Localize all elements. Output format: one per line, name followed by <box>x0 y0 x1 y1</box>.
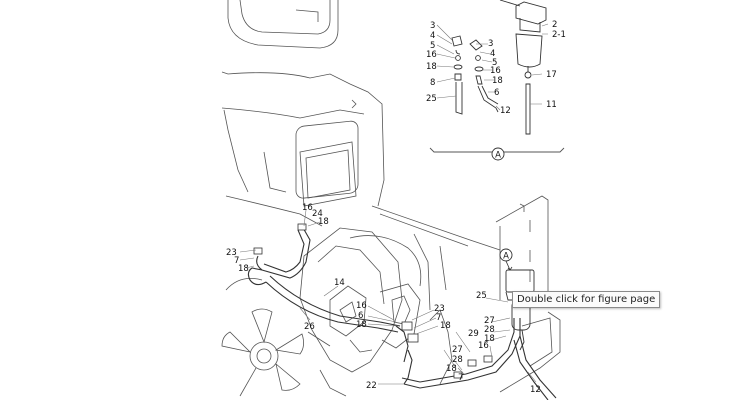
callout-label: 5 <box>492 58 497 68</box>
callout-label: 18 <box>440 321 451 331</box>
callout-label: 28 <box>484 325 495 335</box>
detail-marker-label: A <box>495 151 501 161</box>
callout-label: 3 <box>488 39 493 49</box>
callout-marker-a[interactable]: A <box>499 248 513 271</box>
callout-label: 6 <box>494 88 499 98</box>
callout-label: 14 <box>334 278 345 288</box>
callout-label: 16 <box>356 301 367 311</box>
callout-label: 5 <box>430 41 435 51</box>
callout-label: 12 <box>500 106 511 116</box>
hose-clamps <box>253 223 493 379</box>
inset-detail <box>429 0 565 153</box>
callout-label: 29 <box>468 329 479 339</box>
main-callouts: 16 24 18 23 7 18 14 26 16 6 18 23 7 18 2… <box>226 203 541 395</box>
callout-label: 18 <box>446 364 457 374</box>
callout-marker-label: A <box>503 252 509 262</box>
callout-label: 4 <box>430 31 435 41</box>
callout-label: 11 <box>546 100 557 110</box>
callout-label: 16 <box>478 341 489 351</box>
fuel-hose-lines <box>247 225 557 401</box>
callout-label: 7 <box>458 373 463 383</box>
callout-label: 28 <box>452 355 463 365</box>
callout-label: 3 <box>430 21 435 31</box>
machine-body-outline <box>221 0 561 397</box>
callout-label: 25 <box>426 94 437 104</box>
callout-label: 22 <box>366 381 377 391</box>
callout-label: 2-1 <box>552 30 566 40</box>
callout-label: 24 <box>312 209 323 219</box>
callout-label: 4 <box>490 49 495 59</box>
callout-label: 2 <box>552 20 557 30</box>
callout-label: 27 <box>452 345 463 355</box>
callout-label: 18 <box>484 334 495 344</box>
callout-label: 23 <box>226 248 237 258</box>
callout-label: 6 <box>358 311 363 321</box>
callout-label: 12 <box>530 385 541 395</box>
callout-label: 8 <box>430 78 435 88</box>
callout-label: 18 <box>492 76 503 86</box>
callout-label: 17 <box>546 70 557 80</box>
callout-label: 16 <box>426 50 437 60</box>
main-leader-lines <box>239 209 537 385</box>
callout-label: 16 <box>302 203 313 213</box>
callout-label: 7 <box>234 256 239 266</box>
callout-label: 16 <box>490 66 501 76</box>
callout-label: 7 <box>436 313 441 323</box>
figure-tooltip: Double click for figure page <box>512 291 661 308</box>
callout-label: 18 <box>426 62 437 72</box>
callout-label: 18 <box>356 320 367 330</box>
callout-label: 26 <box>304 322 315 332</box>
callout-label: 23 <box>434 304 445 314</box>
callout-label: 18 <box>318 217 329 227</box>
detail-marker-a[interactable]: A <box>491 147 505 161</box>
inset-callouts: 3 4 5 16 18 8 25 3 4 5 16 18 6 12 2 2-1 … <box>426 20 566 116</box>
callout-label: 25 <box>476 291 487 301</box>
callout-label: 27 <box>484 316 495 326</box>
callout-label: 18 <box>238 264 249 274</box>
